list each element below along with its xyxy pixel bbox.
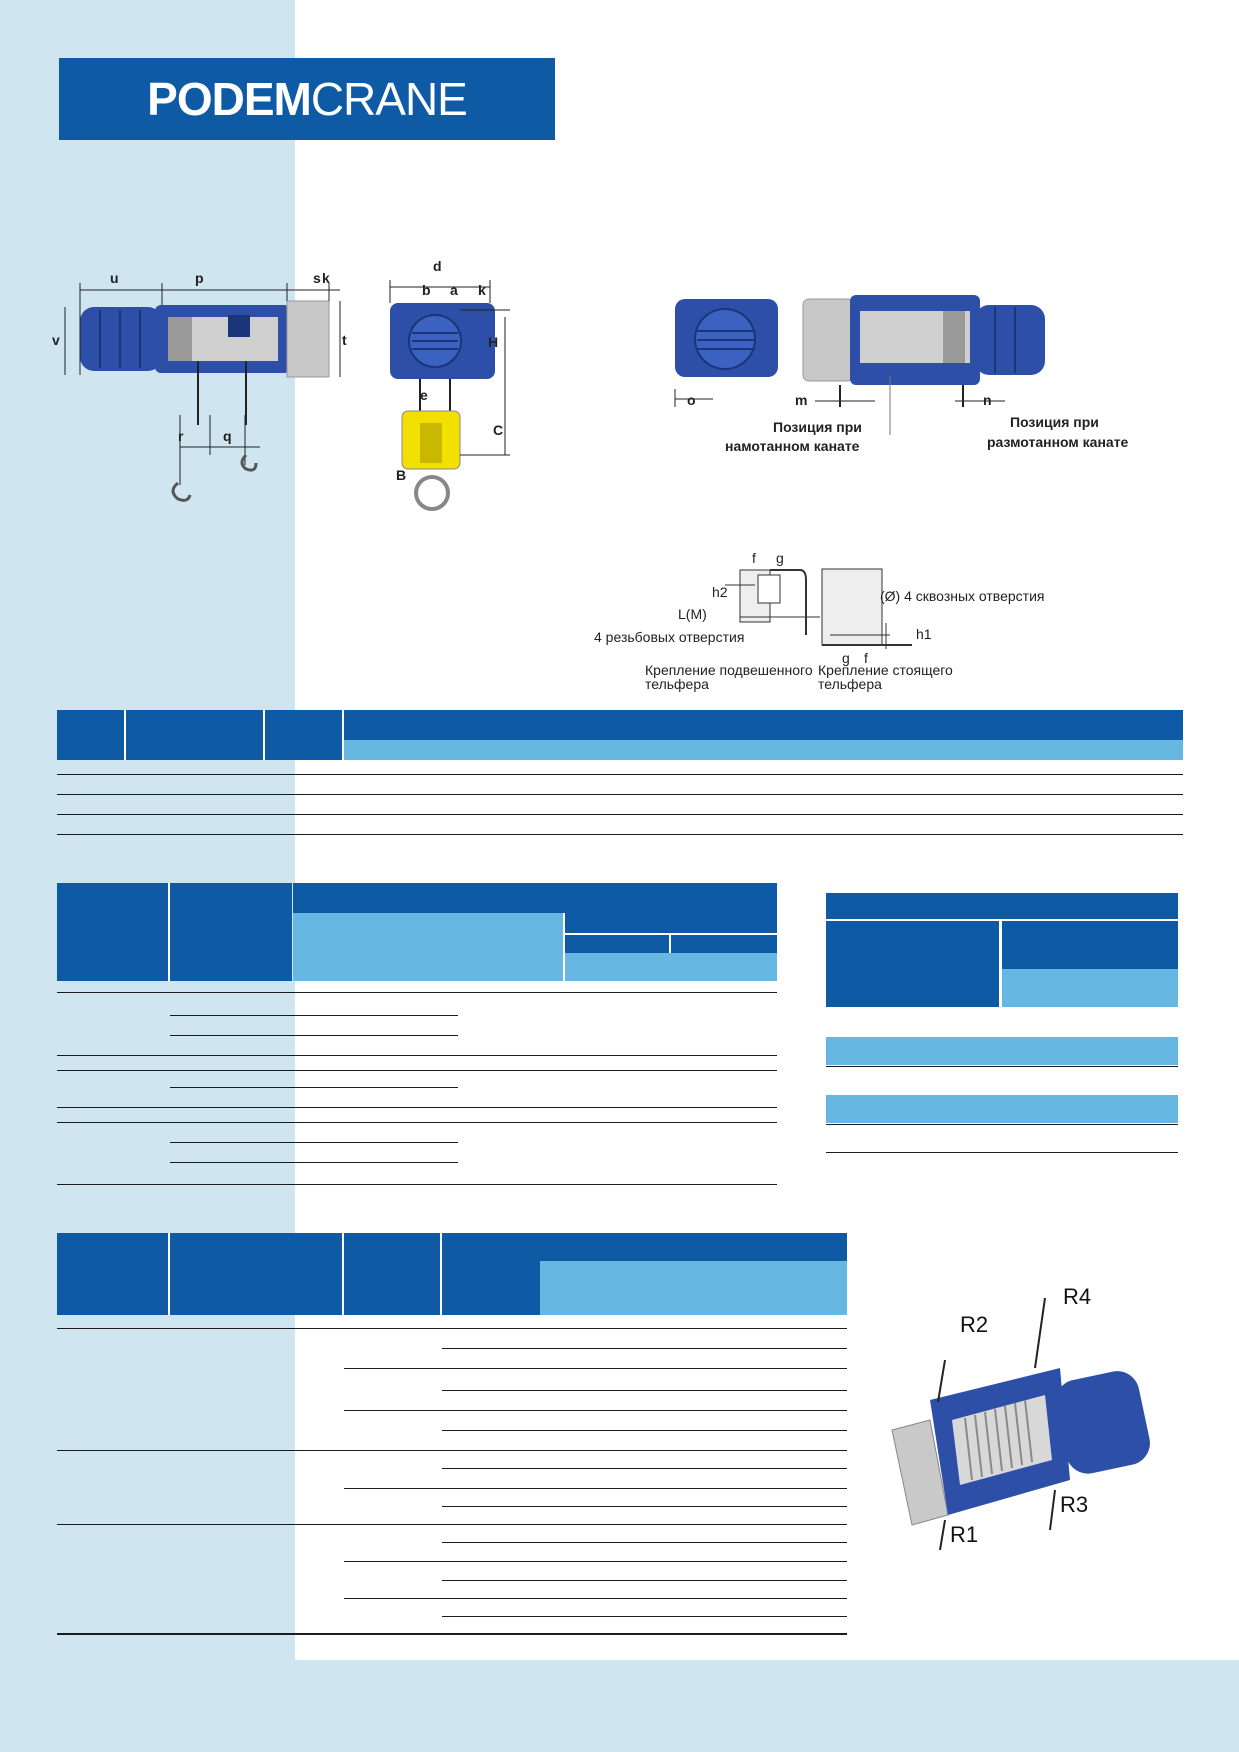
dimension-label: u (110, 270, 119, 286)
table-a-row (57, 794, 1183, 795)
table-a-header (57, 710, 1183, 740)
dimension-label: v (52, 332, 60, 348)
table-b-row (57, 1184, 777, 1185)
dimension-label: o (687, 392, 696, 408)
mounting-dimension-label: f (752, 550, 756, 566)
table-b-row (57, 1055, 777, 1056)
mounting-dimension-label: h2 (712, 584, 728, 600)
standing-mount-caption: Крепление стоящего (818, 662, 953, 678)
gearbox (286, 300, 330, 378)
table-a-row (57, 834, 1183, 835)
mounting-dimension-label: g (842, 650, 850, 666)
table-d-row (57, 1633, 847, 1635)
dimension-label: d (433, 258, 442, 274)
hook-icon (240, 453, 258, 472)
wound-position-caption: Позиция при (773, 419, 862, 435)
suspended-mount-caption: тельфера (645, 676, 709, 692)
left-background-band (0, 0, 295, 1752)
table-d-row (57, 1524, 847, 1525)
hook-icon (171, 481, 192, 502)
table-c-header (826, 893, 1178, 919)
table-a-subheader (344, 740, 1183, 760)
reaction-label-r4: R4 (1063, 1284, 1091, 1309)
table-b-header-left (57, 883, 292, 981)
suspended-mount-caption: Крепление подвешенного (645, 662, 813, 678)
through-holes-caption: (Ø) 4 сквозных отверстия (880, 588, 1044, 604)
table-d-header-left (57, 1233, 540, 1315)
unwound-position-caption: размотанном канате (987, 434, 1129, 450)
logo-bold-text: PODEM (147, 73, 312, 125)
dimension-label: k (478, 282, 486, 298)
table-b-row (57, 992, 777, 993)
dimension-label: C (493, 422, 503, 438)
dimension-label: t (342, 332, 347, 348)
mounting-dimension-label: g (776, 550, 784, 566)
hoist-reactions-figure: R2 R4 R3 R1 (891, 1284, 1150, 1551)
threaded-holes-caption: 4 резьбовых отверстия (594, 629, 744, 645)
hook-icon (414, 475, 450, 511)
reaction-label-r3: R3 (1060, 1492, 1088, 1517)
unwound-position-caption: Позиция при (1010, 414, 1099, 430)
motor-shape (1055, 1371, 1150, 1474)
bottom-background-band (0, 1660, 1239, 1752)
table-b-subheader (293, 913, 563, 981)
dimension-label: B (396, 467, 406, 483)
logo-thin-text: CRANE (310, 73, 468, 125)
dimension-label: q (223, 428, 232, 444)
standing-mount-caption: тельфера (818, 676, 882, 692)
table-a-row (57, 814, 1183, 815)
dimension-label: r (178, 428, 184, 444)
dimension-label: k (322, 270, 330, 286)
dimension-label: s (313, 270, 321, 286)
table-d-header (540, 1233, 847, 1261)
table-d-row (57, 1450, 847, 1451)
table-a-header-left (57, 740, 344, 760)
wound-position-caption: намотанном канате (725, 438, 860, 454)
mounting-dimension-label: h1 (916, 626, 932, 642)
table-d-row (57, 1328, 847, 1329)
dimension-label: H (488, 334, 498, 350)
mounting-dimension-label: f (864, 650, 868, 666)
dimension-label: p (195, 270, 204, 286)
dimension-label: a (450, 282, 458, 298)
table-b-row (57, 1107, 777, 1108)
table-c-section (826, 1095, 1178, 1123)
table-b-header (293, 883, 777, 913)
mounting-dimension-label: L(M) (678, 606, 707, 622)
table-c-section (826, 1037, 1178, 1065)
dimension-label: n (983, 392, 992, 408)
dimension-label: m (795, 392, 807, 408)
dimension-label: b (422, 282, 431, 298)
reaction-label-r2: R2 (960, 1312, 988, 1337)
table-a-row (57, 774, 1183, 775)
dimension-label: e (420, 387, 428, 403)
table-d-subheader (540, 1261, 847, 1315)
reaction-label-r1: R1 (950, 1522, 978, 1547)
